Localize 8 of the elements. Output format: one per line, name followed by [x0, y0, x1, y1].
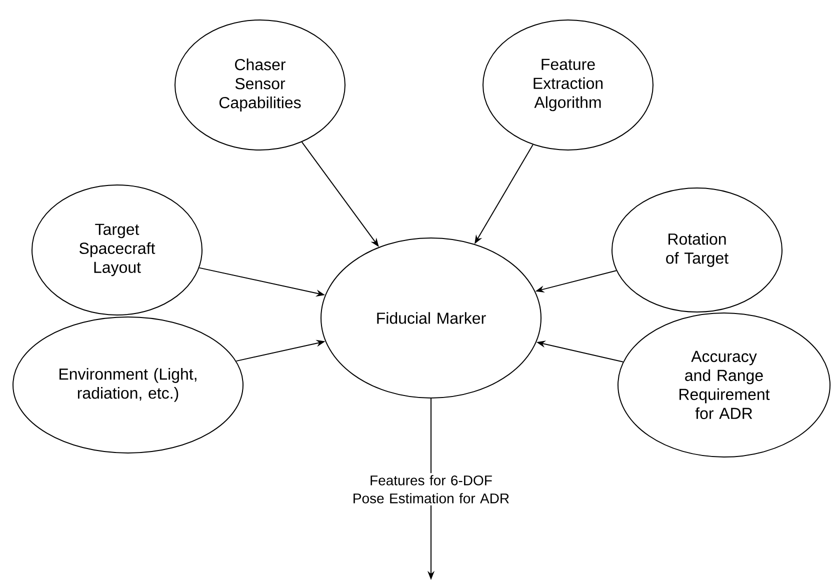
- ellipse-node: Fiducial Marker: [320, 237, 542, 398]
- ellipse-node: Target Spacecraft Layout: [32, 184, 202, 316]
- ellipse-node: Environment (Light, radiation, etc.): [12, 316, 244, 454]
- ellipse-node: Feature Extraction Algorithm: [482, 20, 654, 150]
- edge-label: Features for 6-DOF Pose Estimation for ADR: [346, 473, 516, 506]
- ellipse-node: Rotation of Target: [612, 187, 782, 312]
- ellipse-node: Accuracy and Range Requirement for ADR: [618, 312, 830, 458]
- ellipse-node: Chaser Sensor Capabilities: [174, 20, 346, 150]
